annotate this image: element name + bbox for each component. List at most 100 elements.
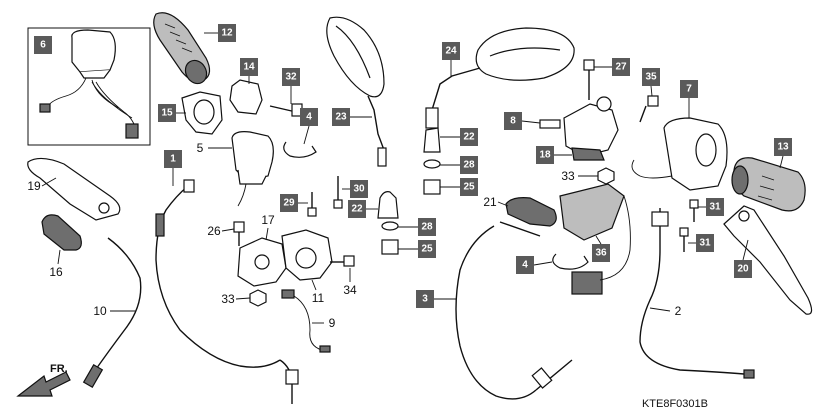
svg-text:3: 3 [422, 294, 428, 305]
svg-text:26: 26 [207, 224, 221, 238]
svg-text:36: 36 [595, 248, 607, 259]
callout-35: 35 [642, 68, 660, 97]
svg-text:6: 6 [40, 40, 46, 51]
nut-25-right [423, 179, 441, 195]
callout-5: 5 [197, 141, 232, 155]
bolt-31-lower [679, 227, 689, 252]
svg-text:33: 33 [221, 292, 235, 306]
screw-32 [269, 103, 303, 117]
lever-cover [41, 214, 82, 251]
brake-switch-8 [539, 119, 561, 129]
svg-text:20: 20 [737, 264, 749, 275]
svg-text:18: 18 [539, 150, 551, 161]
callout-1: 1 [164, 150, 182, 186]
callout-25-left: 25 [398, 240, 436, 258]
callout-12: 12 [204, 24, 236, 42]
svg-text:7: 7 [686, 84, 692, 95]
callout-16: 16 [49, 249, 63, 279]
svg-text:35: 35 [645, 72, 657, 83]
callout-7: 7 [680, 80, 698, 118]
lever-right [723, 205, 813, 315]
bolt-27 [583, 59, 595, 100]
callout-22-left: 22 [348, 200, 378, 218]
svg-text:15: 15 [161, 108, 173, 119]
callout-28-right: 28 [440, 156, 478, 174]
svg-text:25: 25 [421, 244, 433, 255]
svg-text:21: 21 [483, 195, 497, 209]
callout-36: 36 [592, 235, 610, 262]
throttle-cable-2 [639, 208, 755, 379]
svg-text:12: 12 [221, 28, 233, 39]
bolt-30 [333, 176, 343, 209]
choke-cable [82, 237, 142, 388]
svg-text:1: 1 [170, 154, 176, 165]
grip-right [731, 157, 806, 212]
callout-30: 30 [342, 180, 368, 198]
svg-text:8: 8 [510, 116, 516, 127]
callout-3: 3 [416, 290, 456, 308]
clutch-cable [155, 179, 281, 368]
callout-33-right: 33 [561, 169, 598, 183]
svg-text:FR.: FR. [50, 363, 68, 375]
callout-10: 10 [93, 304, 136, 318]
svg-text:2: 2 [675, 304, 682, 318]
front-direction-arrow: FR. [16, 363, 71, 397]
callout-31-lower: 31 [688, 234, 714, 252]
grip-left [153, 12, 211, 85]
mirror-left [326, 16, 387, 167]
switch-housing-left-inset [39, 29, 139, 139]
callout-22-right: 22 [440, 128, 478, 146]
svg-text:31: 31 [699, 238, 711, 249]
switch-connector [571, 195, 631, 295]
svg-text:13: 13 [777, 142, 789, 153]
callout-17: 17 [261, 213, 275, 241]
svg-text:30: 30 [353, 184, 365, 195]
callout-20: 20 [734, 239, 752, 278]
callout-23: 23 [332, 108, 372, 126]
bolt-34 [330, 255, 355, 267]
svg-text:4: 4 [522, 260, 528, 271]
svg-text:23: 23 [335, 112, 347, 123]
svg-text:27: 27 [615, 62, 627, 73]
svg-text:14: 14 [243, 62, 255, 73]
callout-31-upper: 31 [698, 198, 724, 216]
nut-33-right [597, 167, 615, 185]
nut-33-left [249, 289, 267, 307]
mirror-adapter-left [377, 191, 399, 219]
callout-33-left: 33 [221, 292, 251, 306]
inset-frame [27, 27, 151, 146]
callout-13: 13 [774, 138, 792, 169]
switch-cover-36 [559, 183, 625, 241]
svg-text:5: 5 [197, 141, 204, 155]
mirror-adapter-right [423, 127, 441, 153]
svg-text:10: 10 [93, 304, 107, 318]
lever-left [27, 157, 121, 221]
bolt-35 [639, 95, 659, 123]
callout-18: 18 [536, 146, 572, 164]
nut-25-left [381, 239, 399, 255]
svg-text:34: 34 [343, 283, 357, 297]
switch-assembly-5 [231, 131, 274, 207]
cable-band-left [283, 141, 317, 158]
callout-34: 34 [343, 268, 357, 297]
callout-24: 24 [442, 42, 460, 76]
svg-text:17: 17 [261, 213, 275, 227]
washer-28-right [423, 159, 441, 169]
callout-29: 29 [280, 194, 308, 212]
washer-28-left [381, 221, 399, 231]
callout-6: 6 [34, 36, 52, 54]
callout-8: 8 [504, 112, 541, 130]
mirror-right [425, 27, 575, 129]
svg-text:22: 22 [463, 132, 475, 143]
cable-end-bottom [279, 359, 299, 404]
reference-code: KTE8F0301B [641, 398, 708, 410]
callout-9: 9 [312, 316, 336, 330]
callout-28-left: 28 [398, 218, 436, 236]
svg-text:31: 31 [709, 202, 721, 213]
callout-26: 26 [207, 224, 235, 238]
svg-text:22: 22 [351, 204, 363, 215]
bolt-31-upper [689, 199, 699, 222]
svg-text:33: 33 [561, 169, 575, 183]
cable-guide-21 [505, 197, 557, 227]
